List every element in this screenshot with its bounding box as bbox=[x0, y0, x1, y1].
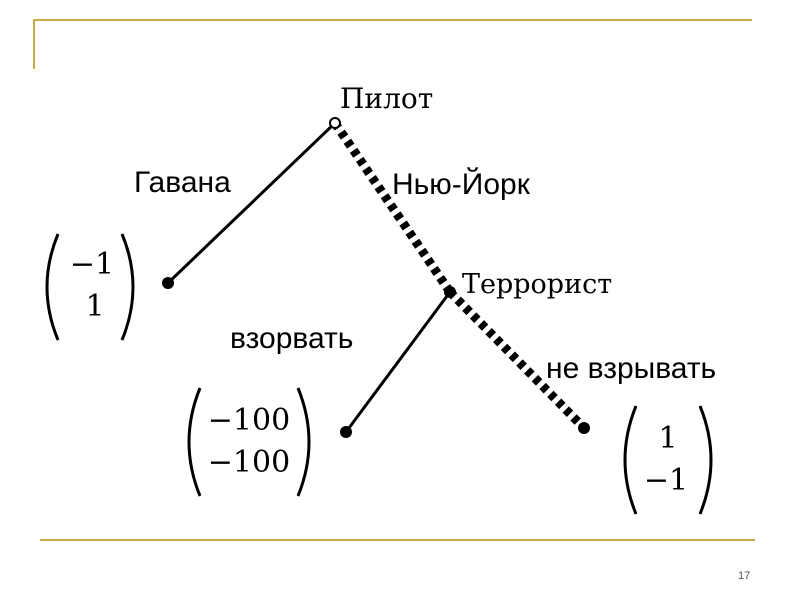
move-blow-up-label: взорвать bbox=[230, 322, 353, 355]
edge-not-blow-up bbox=[446, 288, 588, 432]
move-not-blow-up-label: не взрывать bbox=[546, 352, 716, 385]
page-number: 17 bbox=[738, 570, 751, 582]
edge-havana bbox=[166, 121, 337, 285]
edge-new-york bbox=[331, 120, 454, 295]
leaf-havana bbox=[162, 277, 174, 289]
payoff-havana-terrorist: 1 bbox=[85, 289, 104, 324]
left-paren bbox=[623, 405, 638, 515]
left-paren bbox=[45, 233, 60, 341]
terrorist-node bbox=[444, 286, 456, 298]
leaf-not-blow-up bbox=[578, 422, 590, 434]
payoff-not-blow-up-terrorist: −1 bbox=[644, 463, 688, 498]
move-havana-label: Гавана bbox=[134, 166, 231, 199]
payoff-havana-pilot: −1 bbox=[70, 247, 114, 282]
right-paren bbox=[120, 233, 135, 341]
payoff-blow-up-pilot: −100 bbox=[208, 403, 290, 438]
payoff-not-blow-up: 1 −1 bbox=[623, 405, 713, 515]
left-rule bbox=[33, 19, 35, 69]
left-paren bbox=[187, 387, 202, 497]
right-paren bbox=[698, 405, 713, 515]
root-node bbox=[329, 117, 341, 129]
terrorist-label: Террорист bbox=[462, 269, 612, 300]
payoff-not-blow-up-pilot: 1 bbox=[658, 421, 677, 456]
leaf-blow-up bbox=[340, 426, 352, 438]
edge-blow-up bbox=[344, 291, 452, 433]
right-paren bbox=[296, 387, 311, 497]
move-new-york-label: Нью-Йорк bbox=[392, 167, 531, 201]
payoff-havana: −1 1 bbox=[45, 233, 135, 341]
payoff-blow-up: −100 −100 bbox=[187, 387, 311, 497]
payoff-blow-up-terrorist: −100 bbox=[208, 445, 290, 480]
pilot-label: Пилот bbox=[340, 82, 433, 115]
bottom-rule bbox=[40, 539, 755, 541]
top-rule bbox=[33, 19, 752, 21]
